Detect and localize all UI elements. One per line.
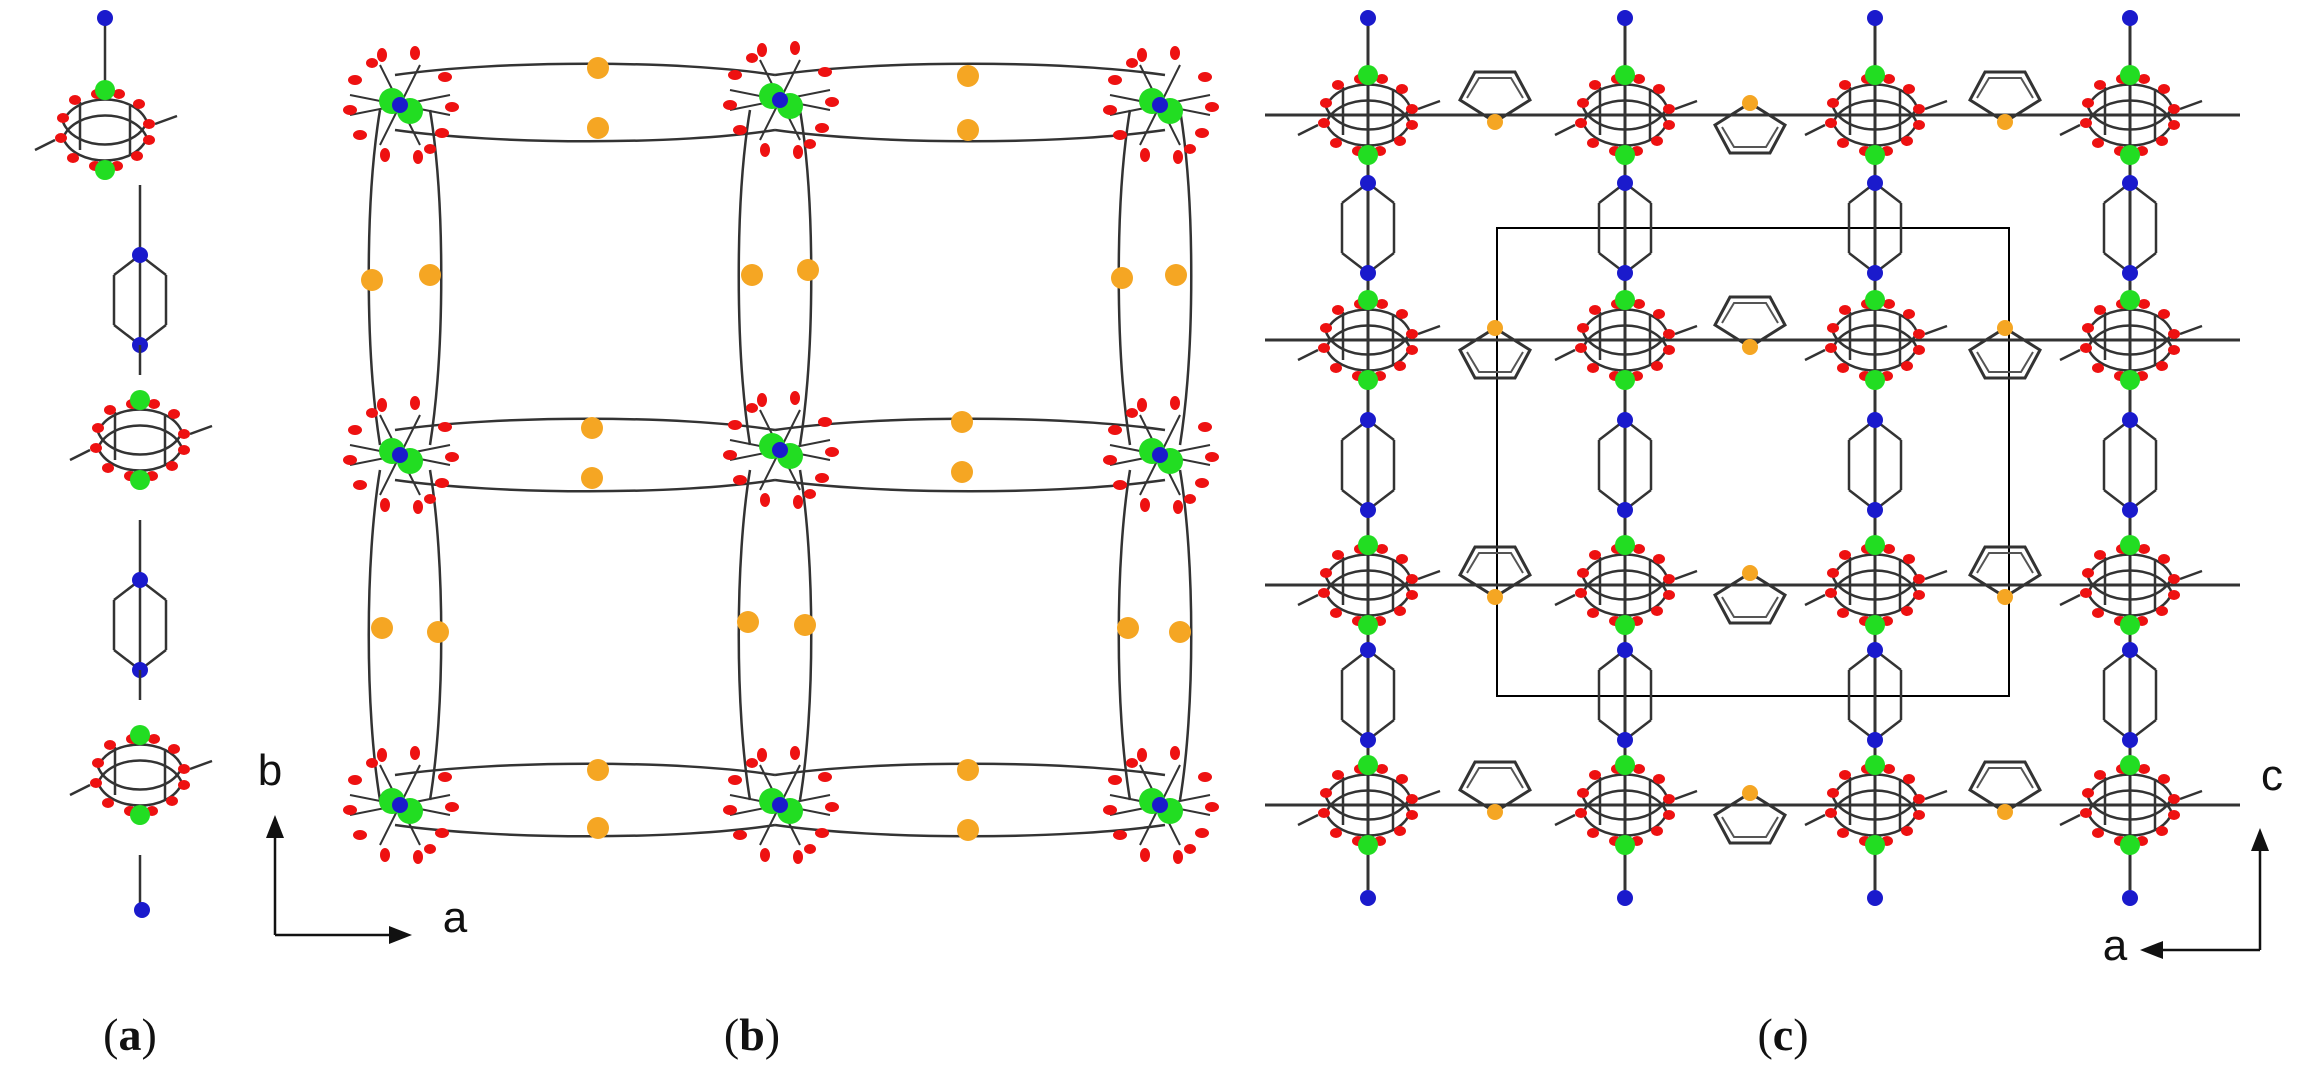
axes-b: b a — [258, 746, 468, 944]
axis-c-vertical-label: c — [2261, 751, 2283, 800]
axes-c: c a — [2103, 751, 2283, 970]
axis-b-horizontal-label: a — [443, 893, 468, 942]
caption-c-letter: c — [1773, 1009, 1793, 1060]
caption-a: (a) — [103, 1009, 157, 1060]
axis-b-vertical-label: b — [258, 746, 282, 795]
caption-c: (c) — [1757, 1009, 1808, 1060]
panel-c-framework — [1265, 10, 2240, 906]
caption-b: (b) — [724, 1009, 780, 1060]
caption-b-letter: b — [739, 1009, 765, 1060]
caption-a-letter: a — [119, 1009, 142, 1060]
unit-cell-box — [1496, 227, 2010, 697]
axis-c-horizontal-label: a — [2103, 921, 2128, 970]
panel-b-framework — [342, 40, 1220, 865]
panel-a-chain — [33, 10, 214, 918]
